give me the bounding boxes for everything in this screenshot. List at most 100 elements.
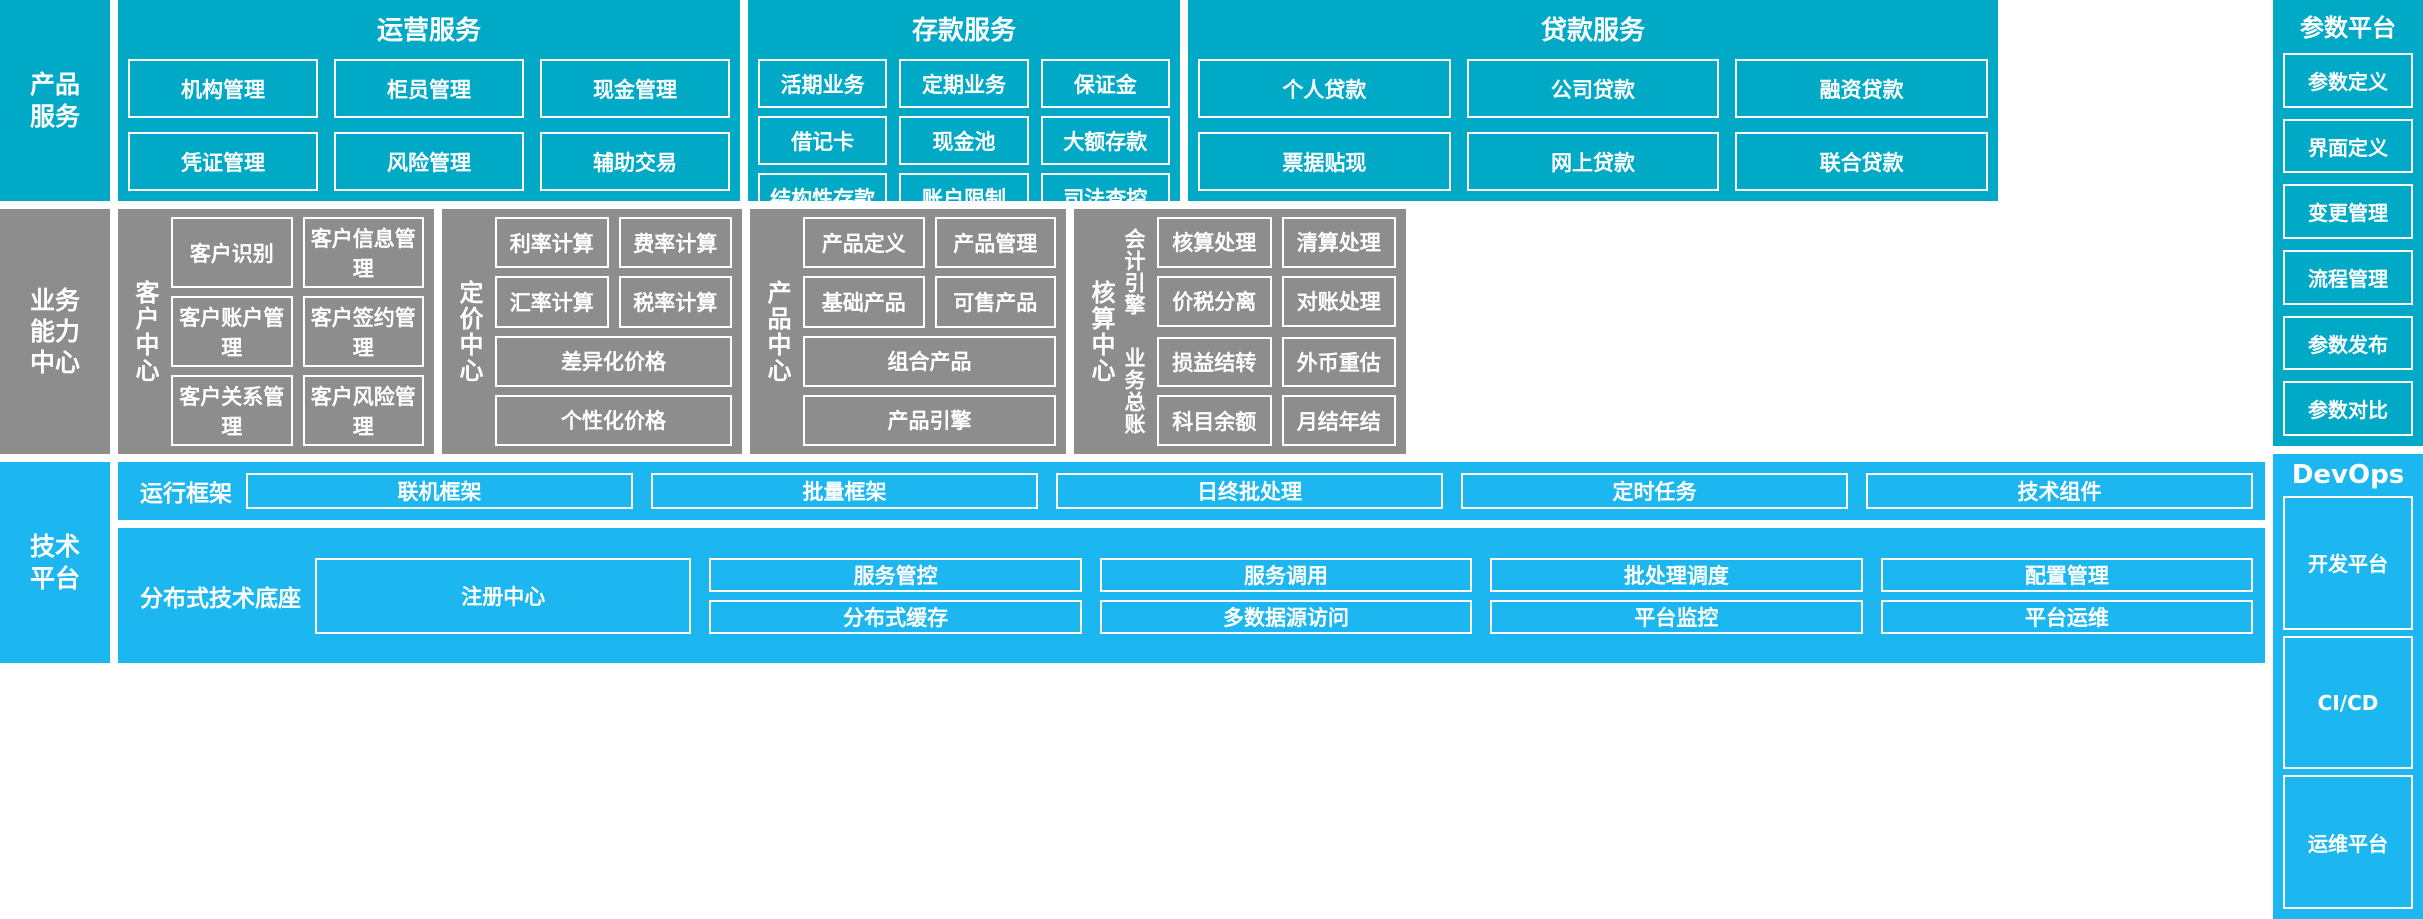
service-cell[interactable]: 风险管理 <box>334 132 524 191</box>
service-cell[interactable]: 融资贷款 <box>1735 59 1988 118</box>
service-cell[interactable]: 凭证管理 <box>128 132 318 191</box>
capability-cell[interactable]: 产品定义 <box>803 217 925 269</box>
band-label-technology-platform: 技术 平台 <box>0 462 110 663</box>
service-cell[interactable]: 个人贷款 <box>1198 59 1451 118</box>
center-row: 基础产品 可售产品 <box>803 276 1056 328</box>
capability-cell[interactable]: 差异化价格 <box>495 335 732 387</box>
parameter-cell[interactable]: 变更管理 <box>2283 184 2413 240</box>
capability-cell[interactable]: 月结年结 <box>1281 395 1396 446</box>
accounting-sublabel-ledger: 业务总账 <box>1122 347 1146 436</box>
center-row: 汇率计算 税率计算 <box>495 276 732 328</box>
center-row: 产品引擎 <box>803 394 1056 446</box>
center-label-customer: 客户中心 <box>131 279 159 384</box>
capability-cell[interactable]: 基础产品 <box>803 276 925 328</box>
dist-column: 服务管控 分布式缓存 <box>709 557 1082 634</box>
capability-cell[interactable]: 利率计算 <box>495 217 609 269</box>
capability-cell[interactable]: 客户风险管理 <box>302 375 424 446</box>
band-label-line-1: 技术 <box>29 532 80 562</box>
center-body-customer: 客户识别 客户信息管理 客户账户管理 客户签约管理 客户关系管理 客户风险管理 <box>163 217 424 446</box>
capability-cell[interactable]: 客户关系管理 <box>171 375 293 446</box>
tech-cell[interactable]: 服务管控 <box>709 557 1082 592</box>
capability-cell[interactable]: 客户识别 <box>171 217 293 288</box>
panel-run-framework: 运行框架 联机框架 批量框架 日终批处理 定时任务 技术组件 <box>118 462 2265 520</box>
panel-deposit-services: 存款服务 活期业务 定期业务 保证金 借记卡 现金池 大额存款 结构性存款 账户… <box>748 0 1180 222</box>
accounting-grid-ledger: 损益结转 外币重估 科目余额 月结年结 <box>1157 336 1396 446</box>
capability-cell[interactable]: 客户账户管理 <box>171 296 293 367</box>
grid-run-framework: 联机框架 批量框架 日终批处理 定时任务 技术组件 <box>246 473 2253 509</box>
center-label-product: 产品中心 <box>763 279 791 384</box>
center-row: 产品定义 产品管理 <box>803 217 1056 269</box>
service-cell[interactable]: 公司贷款 <box>1466 59 1720 118</box>
panel-parameter-platform: 参数平台 参数定义 界面定义 变更管理 流程管理 参数发布 参数对比 <box>2273 0 2423 446</box>
tech-cell[interactable]: 批量框架 <box>651 473 1038 509</box>
parameter-cell[interactable]: 参数定义 <box>2283 53 2413 108</box>
accounting-sublabel-engine: 会计引擎 <box>1122 227 1146 316</box>
service-cell[interactable]: 大额存款 <box>1040 116 1170 165</box>
capability-cell[interactable]: 产品引擎 <box>803 394 1056 446</box>
tech-cell[interactable]: 定时任务 <box>1461 473 1848 509</box>
capability-cell[interactable]: 损益结转 <box>1157 336 1272 388</box>
center-label-pricing: 定价中心 <box>455 279 483 384</box>
capability-cell[interactable]: 清算处理 <box>1281 217 1396 268</box>
tech-cell[interactable]: 日终批处理 <box>1056 473 1443 509</box>
service-cell[interactable]: 司法查控 <box>1040 173 1170 222</box>
devops-cell[interactable]: 运维平台 <box>2283 775 2413 910</box>
center-body-product: 产品定义 产品管理 基础产品 可售产品 组合产品 产品引擎 <box>795 217 1056 446</box>
center-row: 组合产品 <box>803 335 1056 387</box>
dist-column: 服务调用 多数据源访问 <box>1099 557 1473 634</box>
right-column: 参数平台 参数定义 界面定义 变更管理 流程管理 参数发布 参数对比 DevOp… <box>2273 0 2423 919</box>
tech-cell[interactable]: 分布式缓存 <box>709 599 1082 634</box>
dist-column: 批处理调度 平台监控 <box>1490 557 1863 634</box>
center-row: 客户账户管理 客户签约管理 <box>171 296 424 367</box>
tech-cell[interactable]: 服务调用 <box>1099 557 1473 592</box>
capability-cell[interactable]: 客户签约管理 <box>302 296 424 367</box>
service-cell[interactable]: 网上贷款 <box>1466 132 1720 191</box>
tech-cell[interactable]: 批处理调度 <box>1490 557 1863 592</box>
service-cell[interactable]: 借记卡 <box>758 116 888 165</box>
service-cell[interactable]: 定期业务 <box>899 59 1029 108</box>
service-cell[interactable]: 活期业务 <box>758 59 888 108</box>
capability-cell[interactable]: 科目余额 <box>1157 395 1272 446</box>
panel-title-distributed-base: 分布式技术底座 <box>140 585 301 612</box>
grid-distributed-base: 注册中心 服务管控 分布式缓存 服务调用 多数据源访问 批处理调度 平台监控 <box>315 557 2254 634</box>
devops-cell[interactable]: CI/CD <box>2283 635 2413 770</box>
service-cell[interactable]: 保证金 <box>1040 59 1170 108</box>
service-cell[interactable]: 联合贷款 <box>1735 132 1988 191</box>
capability-cell[interactable]: 产品管理 <box>934 217 1056 269</box>
parameter-cell[interactable]: 界面定义 <box>2283 118 2413 174</box>
service-cell[interactable]: 现金池 <box>899 116 1029 165</box>
tech-cell[interactable]: 联机框架 <box>246 473 633 509</box>
tech-cell[interactable]: 平台运维 <box>1880 599 2254 634</box>
tech-cell[interactable]: 平台监控 <box>1490 599 1863 634</box>
parameter-cell[interactable]: 流程管理 <box>2283 250 2413 305</box>
tech-cell[interactable]: 多数据源访问 <box>1099 599 1473 634</box>
capability-cell[interactable]: 外币重估 <box>1281 336 1396 388</box>
tech-cell[interactable]: 技术组件 <box>1866 473 2253 509</box>
band-label-line-2: 服务 <box>29 101 80 131</box>
capability-cell[interactable]: 价税分离 <box>1157 275 1272 327</box>
service-cell[interactable]: 机构管理 <box>128 59 318 118</box>
capability-cell[interactable]: 汇率计算 <box>495 276 609 328</box>
service-cell[interactable]: 辅助交易 <box>540 132 730 191</box>
band-product-services: 产品 服务 运营服务 机构管理 柜员管理 现金管理 凭证管理 风险管理 辅助交易… <box>0 0 2265 222</box>
tech-cell[interactable]: 配置管理 <box>1880 557 2254 592</box>
capability-cell[interactable]: 对账处理 <box>1281 275 1396 327</box>
parameter-cell[interactable]: 参数对比 <box>2283 381 2413 437</box>
service-cell[interactable]: 现金管理 <box>540 59 730 118</box>
devops-cell[interactable]: 开发平台 <box>2283 496 2413 630</box>
capability-cell[interactable]: 核算处理 <box>1157 217 1272 268</box>
capability-cell[interactable]: 个性化价格 <box>495 394 732 446</box>
center-customer: 客户中心 客户识别 客户信息管理 客户账户管理 客户签约管理 客户关系管理 客户… <box>118 209 434 454</box>
capability-cell[interactable]: 费率计算 <box>618 217 732 269</box>
capability-cell[interactable]: 税率计算 <box>618 276 732 328</box>
capability-cell[interactable]: 可售产品 <box>934 276 1056 328</box>
center-row: 利率计算 费率计算 <box>495 217 732 269</box>
registry-center-cell[interactable]: 注册中心 <box>315 557 692 634</box>
capability-cell[interactable]: 组合产品 <box>803 335 1056 387</box>
service-cell[interactable]: 柜员管理 <box>334 59 524 118</box>
center-label-accounting: 核算中心 <box>1087 279 1115 384</box>
parameter-cell[interactable]: 参数发布 <box>2283 315 2413 371</box>
service-cell[interactable]: 票据贴现 <box>1198 132 1451 191</box>
center-accounting: 核算中心 会计引擎 核算处理 清算处理 价税分离 对账处理 业务总账 <box>1074 209 1406 454</box>
capability-cell[interactable]: 客户信息管理 <box>302 217 424 288</box>
